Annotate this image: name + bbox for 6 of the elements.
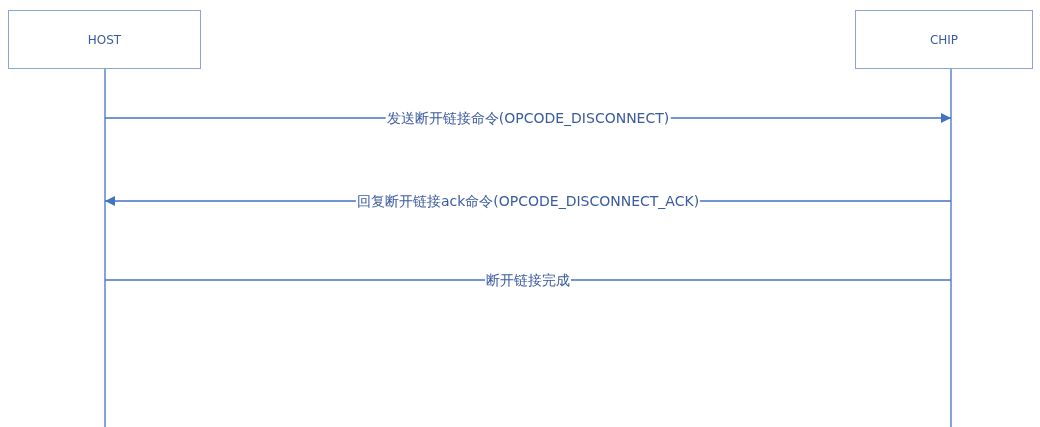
- edge-label: 回复断开链接ack命令(OPCODE_DISCONNECT_ACK): [355, 192, 701, 210]
- message-line: [104, 279, 952, 281]
- edge-label: 断开链接完成: [485, 271, 571, 289]
- participant-box: CHIP: [855, 10, 1033, 69]
- participant-box: HOST: [8, 10, 201, 69]
- edge-label: 发送断开链接命令(OPCODE_DISCONNECT): [385, 109, 671, 127]
